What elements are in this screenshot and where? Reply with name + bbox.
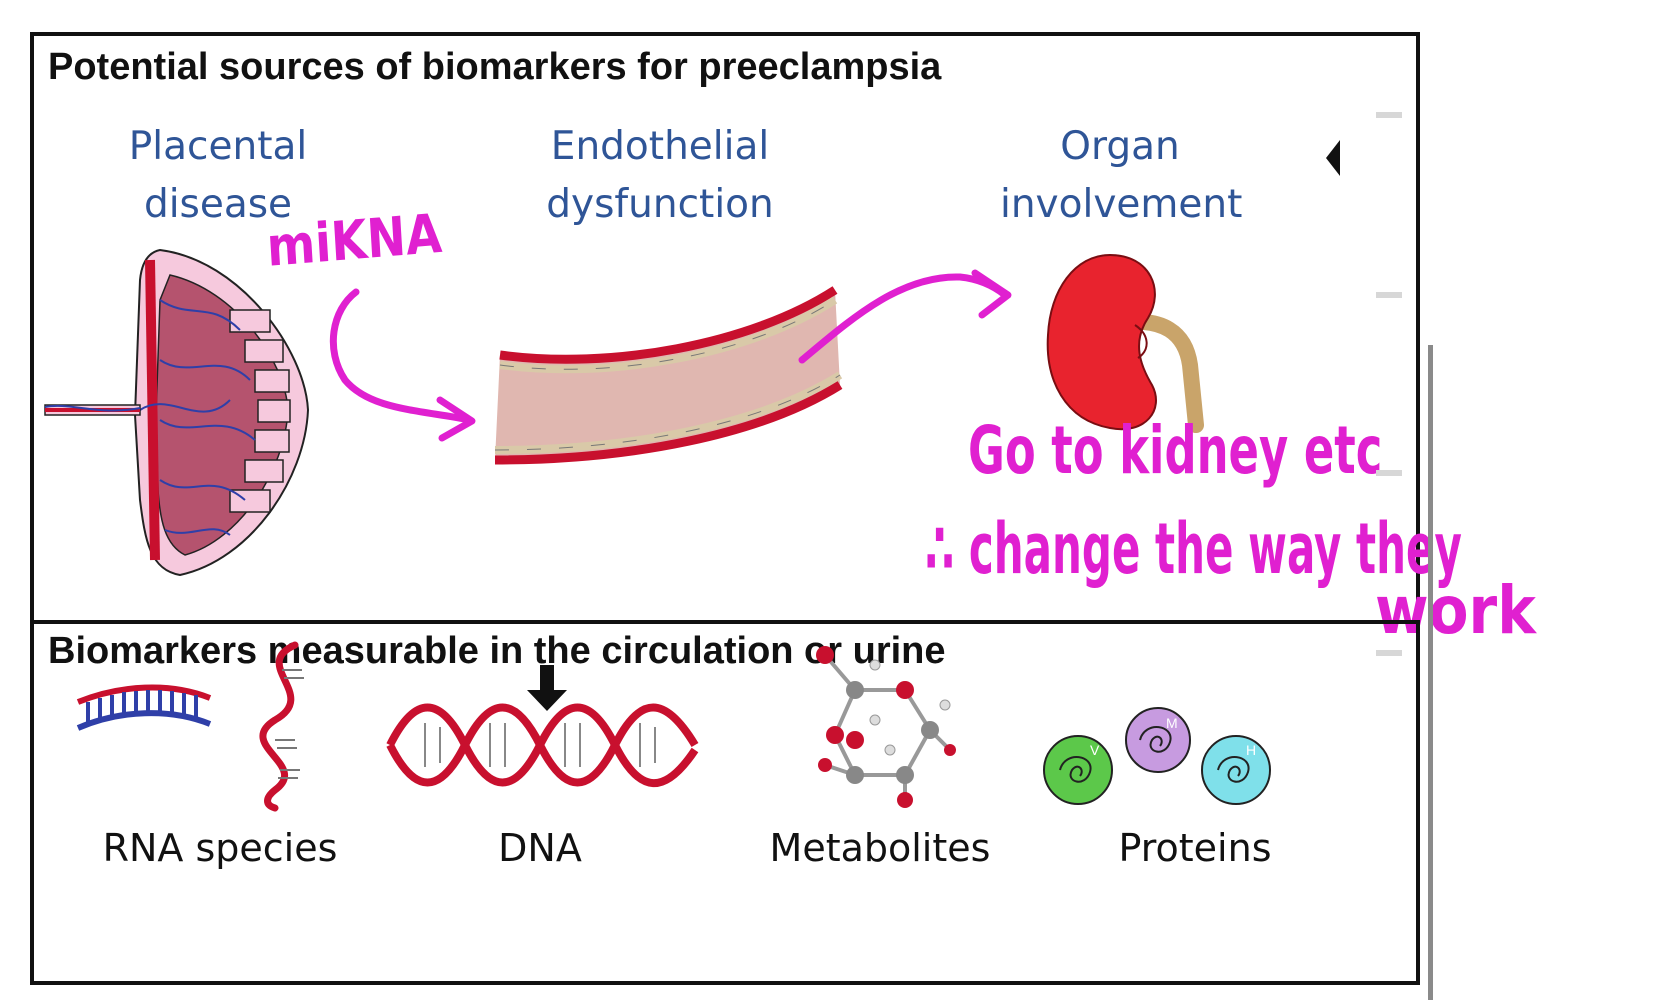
hand-drawn-arrow-1 <box>329 288 476 442</box>
handwritten-note-line1: Go to kidney etc <box>968 412 1383 489</box>
bottom-panel: Biomarkers measurable in the circulation… <box>30 620 1420 985</box>
stage-label-line1: Placental <box>128 124 308 169</box>
down-arrow-icon <box>527 665 567 711</box>
placenta-illustration <box>44 248 310 577</box>
stage-label-line2: involvement <box>1000 182 1243 227</box>
margin-mark <box>1376 112 1402 118</box>
blood-vessel-illustration <box>494 286 843 465</box>
rna-icon <box>76 641 304 812</box>
top-panel-title: Potential sources of biomarkers for pree… <box>48 46 942 88</box>
stage-label-line1: Endothelial <box>550 124 770 169</box>
kidney-illustration <box>1046 253 1204 433</box>
handwritten-note-line2: ∴ change the way they <box>925 508 1462 590</box>
molecule-icon <box>816 646 956 808</box>
label-proteins: Proteins <box>1118 826 1272 870</box>
hand-drawn-arrow-2 <box>798 269 1012 364</box>
protein-letter-v: V <box>1090 742 1100 758</box>
handwritten-note-line3: work <box>1375 572 1536 649</box>
margin-mark <box>1376 650 1402 656</box>
margin-mark <box>1376 470 1402 476</box>
label-dna: DNA <box>498 826 582 870</box>
stage-label-line1: Organ <box>1060 124 1180 169</box>
vertical-divider-line <box>1428 345 1433 1000</box>
stage-placental-disease: Placental disease <box>128 118 308 234</box>
panel-edge-notch <box>1326 140 1340 176</box>
protein-spheres-icon: V M H <box>1043 707 1271 805</box>
protein-letter-m: M <box>1166 715 1178 731</box>
stage-label-line2: disease <box>143 182 293 227</box>
dna-helix-icon <box>386 665 699 788</box>
stage-label-line2: dysfunction <box>546 182 774 227</box>
margin-mark <box>1376 292 1402 298</box>
label-metabolites: Metabolites <box>769 826 991 870</box>
stage-organ-involvement: Organ involvement <box>1000 118 1243 234</box>
label-rna-species: RNA species <box>102 826 338 870</box>
stage-endothelial-dysfunction: Endothelial dysfunction <box>540 118 780 234</box>
bottom-panel-title: Biomarkers measurable in the circulation… <box>48 630 946 672</box>
protein-letter-h: H <box>1246 742 1256 758</box>
